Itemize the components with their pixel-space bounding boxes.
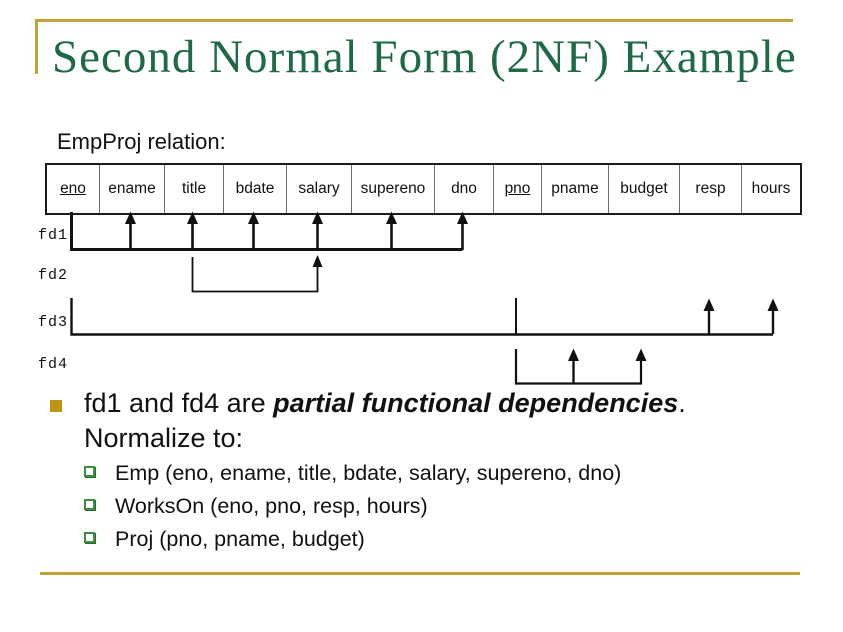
top-rule xyxy=(35,19,793,22)
main-bullet-emphasis: partial functional dependencies xyxy=(273,388,679,418)
list-item: Emp (eno, ename, title, bdate, salary, s… xyxy=(84,458,764,491)
sub-bullet-list: Emp (eno, ename, title, bdate, salary, s… xyxy=(84,458,764,557)
bottom-rule xyxy=(40,572,800,575)
column-header-bdate: bdate xyxy=(224,165,287,213)
column-header-salary: salary xyxy=(287,165,352,213)
list-item: Proj (pno, pname, budget) xyxy=(84,524,764,557)
fd1-label: fd1 xyxy=(38,227,69,244)
column-header-budget: budget xyxy=(609,165,680,213)
sub-bullet-square-icon xyxy=(84,466,95,477)
sub-bullet-square-icon xyxy=(84,532,95,543)
fd2-label: fd2 xyxy=(38,267,69,284)
fd4-label: fd4 xyxy=(38,356,69,373)
column-header-title: title xyxy=(165,165,224,213)
page-title: Second Normal Form (2NF) Example xyxy=(52,31,797,83)
sub-bullet-workson: WorksOn (eno, pno, resp, hours) xyxy=(115,494,428,518)
sub-bullet-proj: Proj (pno, pname, budget) xyxy=(115,527,365,551)
column-header-resp: resp xyxy=(680,165,742,213)
title-left-tick xyxy=(35,19,38,74)
list-item: WorksOn (eno, pno, resp, hours) xyxy=(84,491,764,524)
relation-table: eno ename title bdate salary supereno dn… xyxy=(45,163,802,215)
column-header-pno: pno xyxy=(494,165,542,213)
main-bullet-line2: Normalize to: xyxy=(84,423,244,453)
sub-bullet-square-icon xyxy=(84,499,95,510)
column-header-pname: pname xyxy=(542,165,609,213)
column-header-ename: ename xyxy=(100,165,165,213)
main-bullet-pre: fd1 and fd4 are xyxy=(84,388,274,418)
sub-bullet-emp: Emp (eno, ename, title, bdate, salary, s… xyxy=(115,461,622,485)
column-header-hours: hours xyxy=(751,180,791,197)
main-bullet: fd1 and fd4 are partial functional depen… xyxy=(84,386,794,456)
main-bullet-line1: fd1 and fd4 are partial functional depen… xyxy=(84,386,794,421)
column-header-eno: eno xyxy=(47,165,100,213)
bullet-square-icon xyxy=(50,400,62,412)
fd3-label: fd3 xyxy=(38,314,69,331)
relation-caption: EmpProj relation: xyxy=(57,129,226,154)
column-header-dno: dno xyxy=(435,165,494,213)
main-bullet-post: . xyxy=(678,388,686,418)
column-header-supereno: supereno xyxy=(352,165,435,213)
